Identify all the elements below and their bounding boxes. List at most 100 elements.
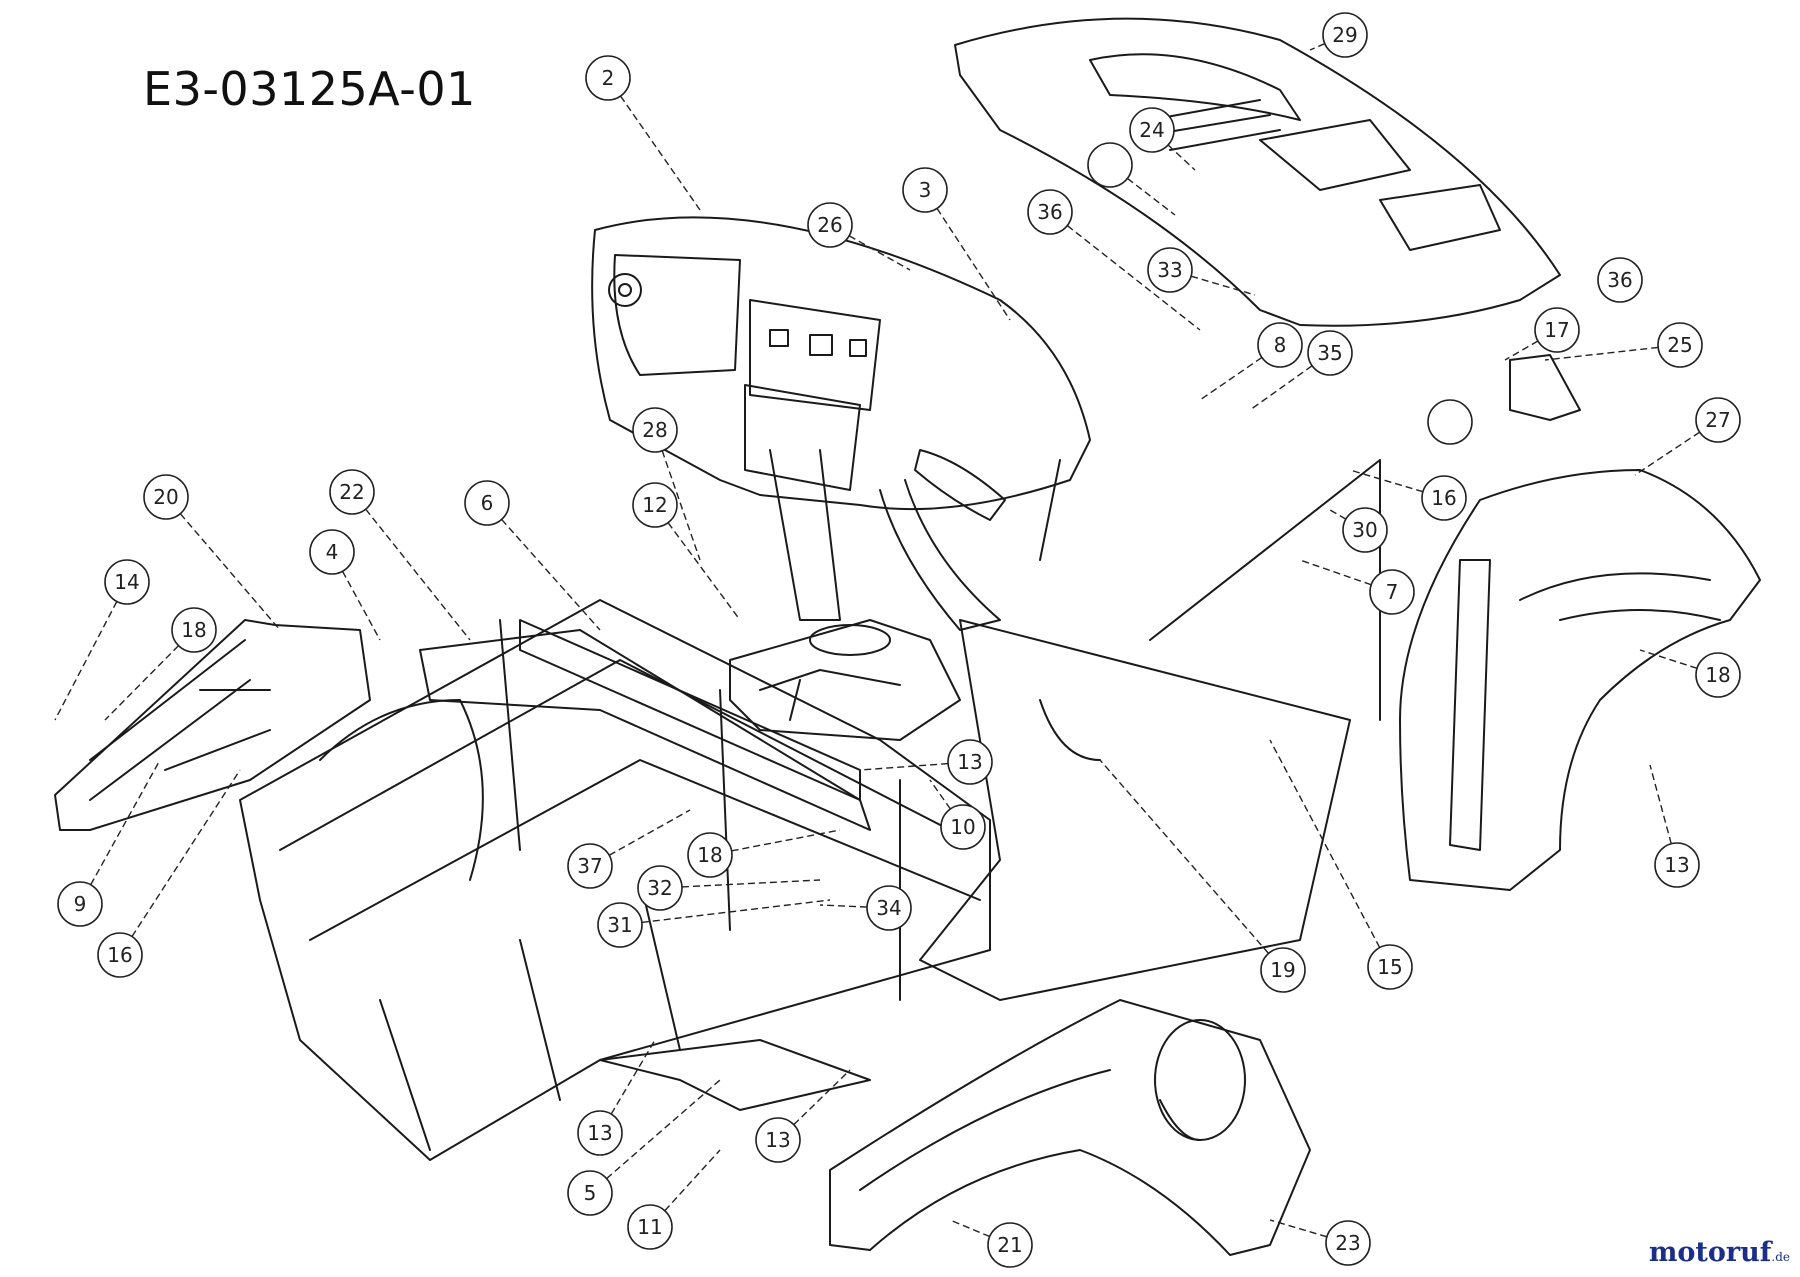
watermark-brand: motoruf xyxy=(1648,1237,1772,1268)
callout-circle xyxy=(866,885,912,931)
callout-circle xyxy=(1342,507,1388,553)
callout-leader-line xyxy=(1049,211,1201,331)
callout-circle xyxy=(1421,475,1467,521)
callout-number: 28 xyxy=(642,418,667,442)
callout-bubble: 36 xyxy=(1597,257,1643,303)
callout-circle xyxy=(567,843,613,889)
callout-leader-line xyxy=(589,1079,721,1194)
callout-circle xyxy=(687,832,733,878)
callout-number: 10 xyxy=(950,815,975,839)
callout-circle xyxy=(1657,322,1703,368)
callout-bubble: 27 xyxy=(1695,397,1741,443)
callout-leader-line xyxy=(1151,129,1196,171)
callout-leader-line xyxy=(1269,739,1391,968)
apron-part xyxy=(599,1039,871,1111)
callout-circle xyxy=(755,1117,801,1163)
callout-bubble: 12 xyxy=(632,482,678,528)
callout-number: 18 xyxy=(181,618,206,642)
callout-circle xyxy=(940,804,986,850)
callout-bubble: 18 xyxy=(687,832,733,878)
callout-bubble: 10 xyxy=(940,804,986,850)
callout-leader-line xyxy=(54,581,128,721)
callout-bubble: 22 xyxy=(329,469,375,515)
callout-circle xyxy=(1307,330,1353,376)
callout-circle xyxy=(632,407,678,453)
callout-number: 21 xyxy=(997,1233,1022,1257)
side-fender-part xyxy=(829,999,1311,1256)
callout-bubble: 36 xyxy=(1027,189,1073,235)
callout-circle xyxy=(1147,247,1193,293)
callout-bubble: 6 xyxy=(464,480,510,526)
hood-part xyxy=(954,17,1561,327)
callout-leader-line xyxy=(589,809,691,867)
callout-bubble: 24 xyxy=(1129,107,1175,153)
callout-number: 34 xyxy=(876,896,901,920)
callout-bubble: 16 xyxy=(1421,475,1467,521)
floor-pan-part xyxy=(919,459,1381,1001)
callout-circle xyxy=(637,865,683,911)
callout-circle xyxy=(1325,1220,1371,1266)
callout-number: 20 xyxy=(153,485,178,509)
callout-bubble: 13 xyxy=(577,1110,623,1156)
callout-number: 11 xyxy=(637,1215,662,1239)
callout-bubble: 25 xyxy=(1657,322,1703,368)
callout-circle xyxy=(577,1110,623,1156)
callout-circle xyxy=(1597,257,1643,303)
callout-circle xyxy=(57,881,103,927)
callout-bubble: 33 xyxy=(1147,247,1193,293)
callout-number: 23 xyxy=(1335,1231,1360,1255)
callout-circle xyxy=(585,55,631,101)
callout-bubble: 2 xyxy=(585,55,631,101)
callout-number: 31 xyxy=(607,913,632,937)
callout-number: 19 xyxy=(1270,958,1295,982)
callout-number: 2 xyxy=(602,66,615,90)
callout-number: 13 xyxy=(957,750,982,774)
callout-bubble xyxy=(1087,142,1133,188)
callout-bubble: 13 xyxy=(1654,842,1700,888)
callout-leader-line xyxy=(79,759,161,905)
callout-circle xyxy=(632,482,678,528)
rear-fender-part xyxy=(1399,469,1761,891)
callout-bubble: 4 xyxy=(309,529,355,575)
callout-circle xyxy=(1695,652,1741,698)
callout-circle xyxy=(627,1204,673,1250)
callout-circle xyxy=(1129,107,1175,153)
callout-circle xyxy=(947,739,993,785)
callout-leader-line xyxy=(1504,329,1558,361)
callout-bubble: 13 xyxy=(755,1117,801,1163)
callout-bubble: 35 xyxy=(1307,330,1353,376)
callout-circle xyxy=(1695,397,1741,443)
callout-bubble: 26 xyxy=(807,202,853,248)
callout-bubble: 8 xyxy=(1257,322,1303,368)
callout-bubble: 18 xyxy=(171,607,217,653)
callout-circle xyxy=(171,607,217,653)
callout-bubble: 28 xyxy=(632,407,678,453)
callout-number: 37 xyxy=(577,854,602,878)
callout-circle xyxy=(1260,947,1306,993)
watermark-logo: motoruf.de xyxy=(1649,1237,1790,1268)
callout-circle xyxy=(807,202,853,248)
callout-number: 30 xyxy=(1352,518,1377,542)
callout-circle xyxy=(1322,12,1368,58)
callout-bubble: 9 xyxy=(57,881,103,927)
callout-circle xyxy=(1027,189,1073,235)
callout-number: 13 xyxy=(1664,853,1689,877)
callout-number: 36 xyxy=(1607,268,1632,292)
callout-leader-line xyxy=(859,761,971,771)
callout-number: 13 xyxy=(587,1121,612,1145)
callout-number: 32 xyxy=(647,876,672,900)
callout-circle xyxy=(143,474,189,520)
callout-circle xyxy=(567,1170,613,1216)
callout-leader-line xyxy=(619,899,831,926)
callout-circle xyxy=(1369,569,1415,615)
callout-bubble: 19 xyxy=(1260,947,1306,993)
callout-circle xyxy=(1654,842,1700,888)
callout-bubble: 5 xyxy=(567,1170,613,1216)
callout-bubble: 7 xyxy=(1369,569,1415,615)
callout-number: 29 xyxy=(1332,23,1357,47)
callout-bubble: 23 xyxy=(1325,1220,1371,1266)
callout-number: 17 xyxy=(1544,318,1569,342)
callout-number: 18 xyxy=(1705,663,1730,687)
callout-bubble: 30 xyxy=(1342,507,1388,553)
